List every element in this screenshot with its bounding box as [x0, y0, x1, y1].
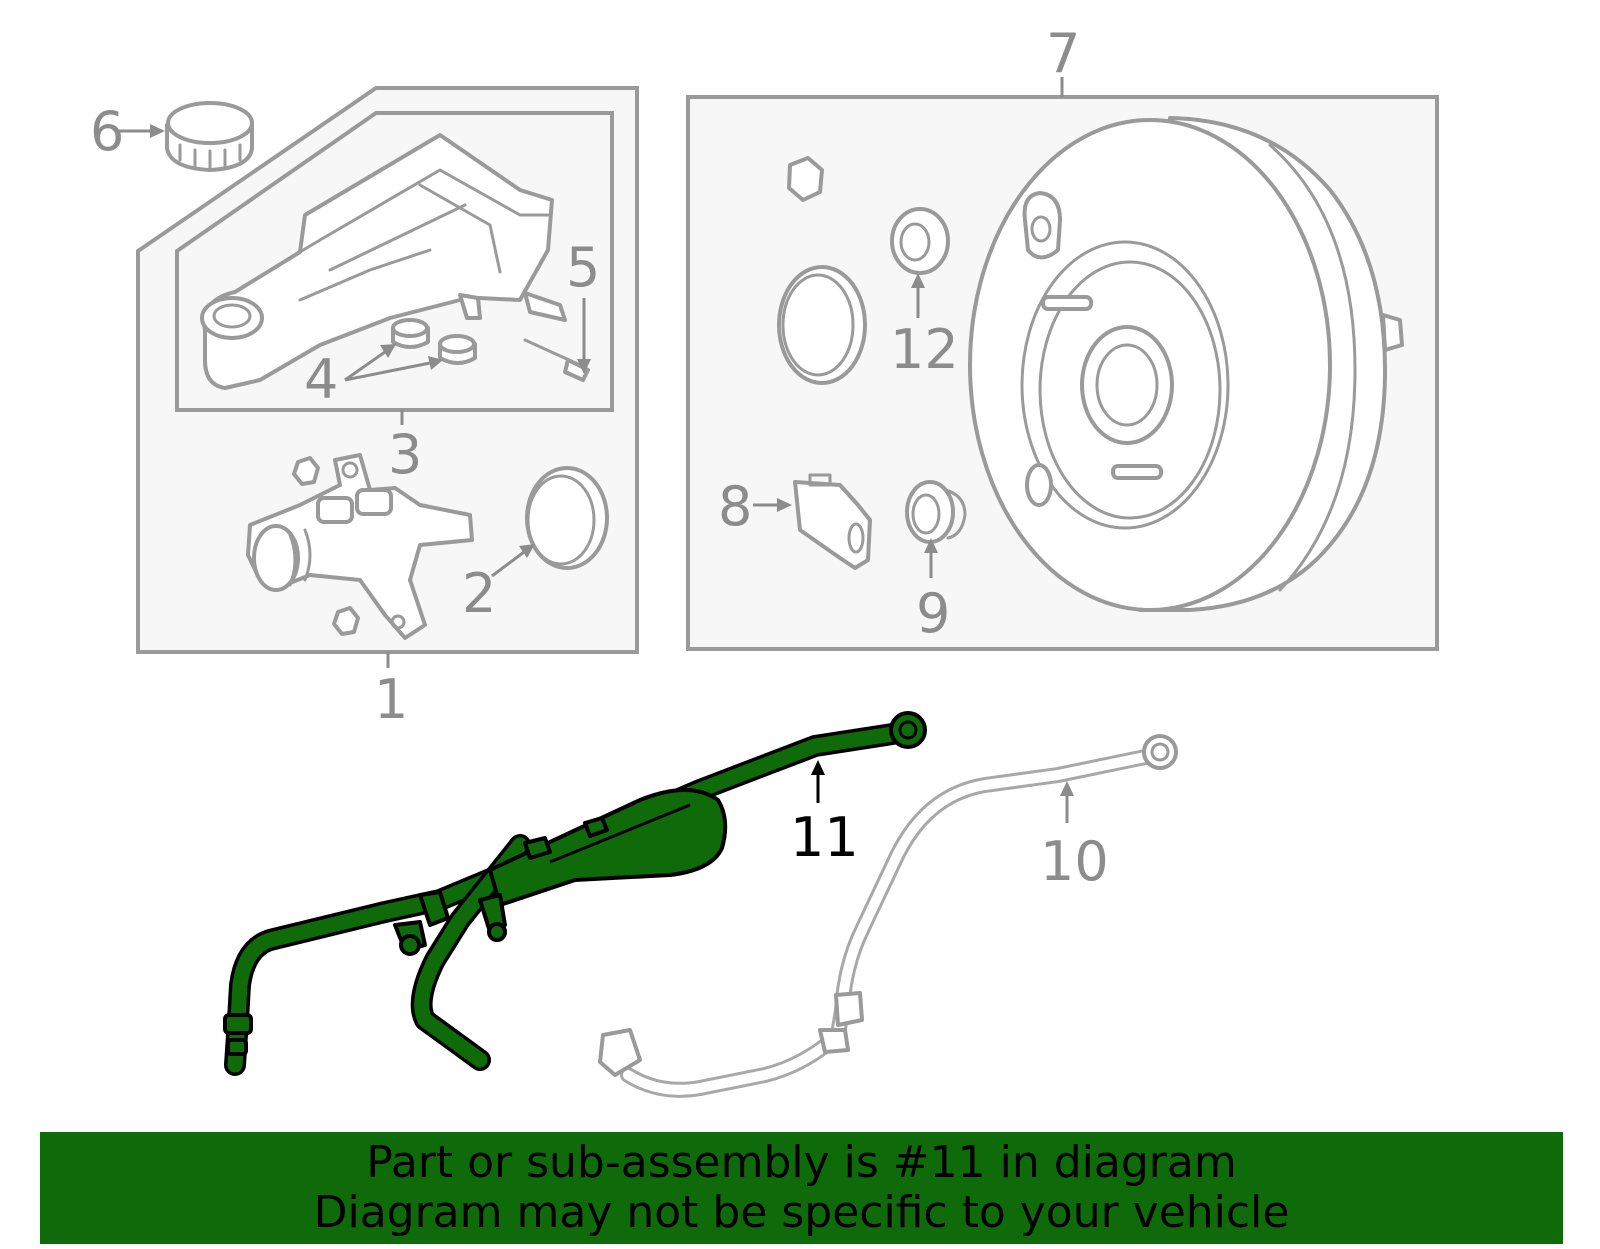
- callout-6: 6: [90, 100, 124, 163]
- callout-10: 10: [1040, 830, 1109, 893]
- master-cylinder-body: [246, 453, 474, 640]
- callout-2: 2: [462, 562, 496, 625]
- leaders-left: [118, 124, 591, 668]
- callout-12: 12: [890, 318, 959, 381]
- callout-9: 9: [916, 582, 950, 645]
- banner-line-1: Part or sub-assembly is #11 in diagram: [366, 1137, 1237, 1188]
- reservoir-seals: [391, 318, 477, 365]
- callout-11: 11: [790, 806, 859, 869]
- callout-8: 8: [718, 475, 752, 538]
- vacuum-hose-10: 10: [598, 734, 1178, 1098]
- banner-line-2: Diagram may not be specific to your vehi…: [313, 1187, 1290, 1238]
- callout-1: 1: [374, 668, 408, 731]
- brake-booster-group: 7 8 9 12: [686, 22, 1439, 651]
- callout-3: 3: [388, 423, 422, 486]
- reservoir-cap: [165, 101, 254, 172]
- grommet-9: [905, 480, 967, 544]
- master-cylinder-group: 1 2 3 4 5 6: [90, 86, 639, 731]
- vacuum-sensor-8: [793, 473, 872, 570]
- booster-gasket: [777, 265, 867, 385]
- callout-7: 7: [1046, 22, 1080, 85]
- booster-nut: [787, 156, 824, 202]
- notice-banner: Part or sub-assembly is #11 in diagram D…: [40, 1132, 1563, 1244]
- cylinder-seal-ring: [525, 466, 609, 570]
- highlighted-vacuum-hose-11: 11: [223, 711, 927, 1076]
- reservoir-illustration: [200, 133, 567, 390]
- booster-grommet-12: [890, 207, 950, 275]
- brake-booster-illustration: [968, 116, 1404, 612]
- leaders-right: [753, 77, 1064, 578]
- callout-5: 5: [566, 236, 600, 299]
- callout-4: 4: [304, 348, 338, 411]
